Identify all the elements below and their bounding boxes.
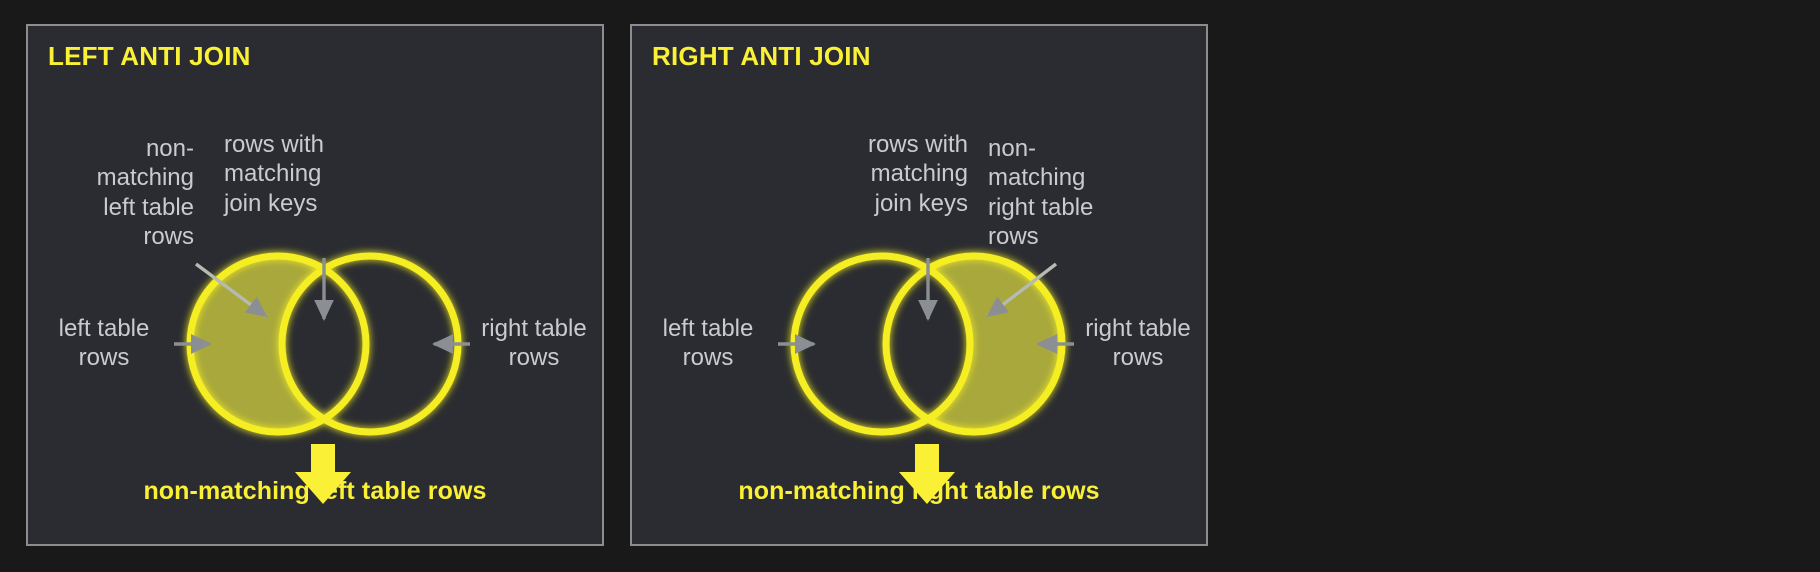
result-down-arrow bbox=[295, 444, 351, 504]
arrow-non-matching-right bbox=[986, 262, 1058, 318]
label-non-matching-right-table-rows: non- matching right table rows bbox=[988, 135, 1094, 250]
label-left-table-rows: left table rows bbox=[58, 315, 150, 372]
label-left-table-rows: left table rows bbox=[662, 315, 754, 372]
label-right-table-rows: right table rows bbox=[481, 315, 587, 372]
panel-caption: non-matching right table rows bbox=[738, 477, 1100, 505]
panel-left-anti-join: LEFT ANTI JOIN bbox=[26, 24, 604, 546]
venn-diagram-right bbox=[778, 252, 1074, 504]
panel-right-anti-join: RIGHT ANTI JOIN bbox=[630, 24, 1208, 546]
panel-title: LEFT ANTI JOIN bbox=[48, 41, 251, 71]
venn-diagram-left bbox=[174, 252, 470, 504]
label-rows-with-matching-join-keys: rows with matching join keys bbox=[867, 131, 968, 217]
panel-caption: non-matching left table rows bbox=[143, 477, 487, 505]
arrow-non-matching-left bbox=[194, 262, 268, 318]
label-rows-with-matching-join-keys: rows with matching join keys bbox=[224, 131, 325, 217]
panel-title: RIGHT ANTI JOIN bbox=[652, 41, 871, 71]
label-non-matching-left-table-rows: non- matching left table rows bbox=[96, 135, 194, 250]
label-right-table-rows: right table rows bbox=[1085, 315, 1191, 372]
result-down-arrow bbox=[899, 444, 955, 504]
